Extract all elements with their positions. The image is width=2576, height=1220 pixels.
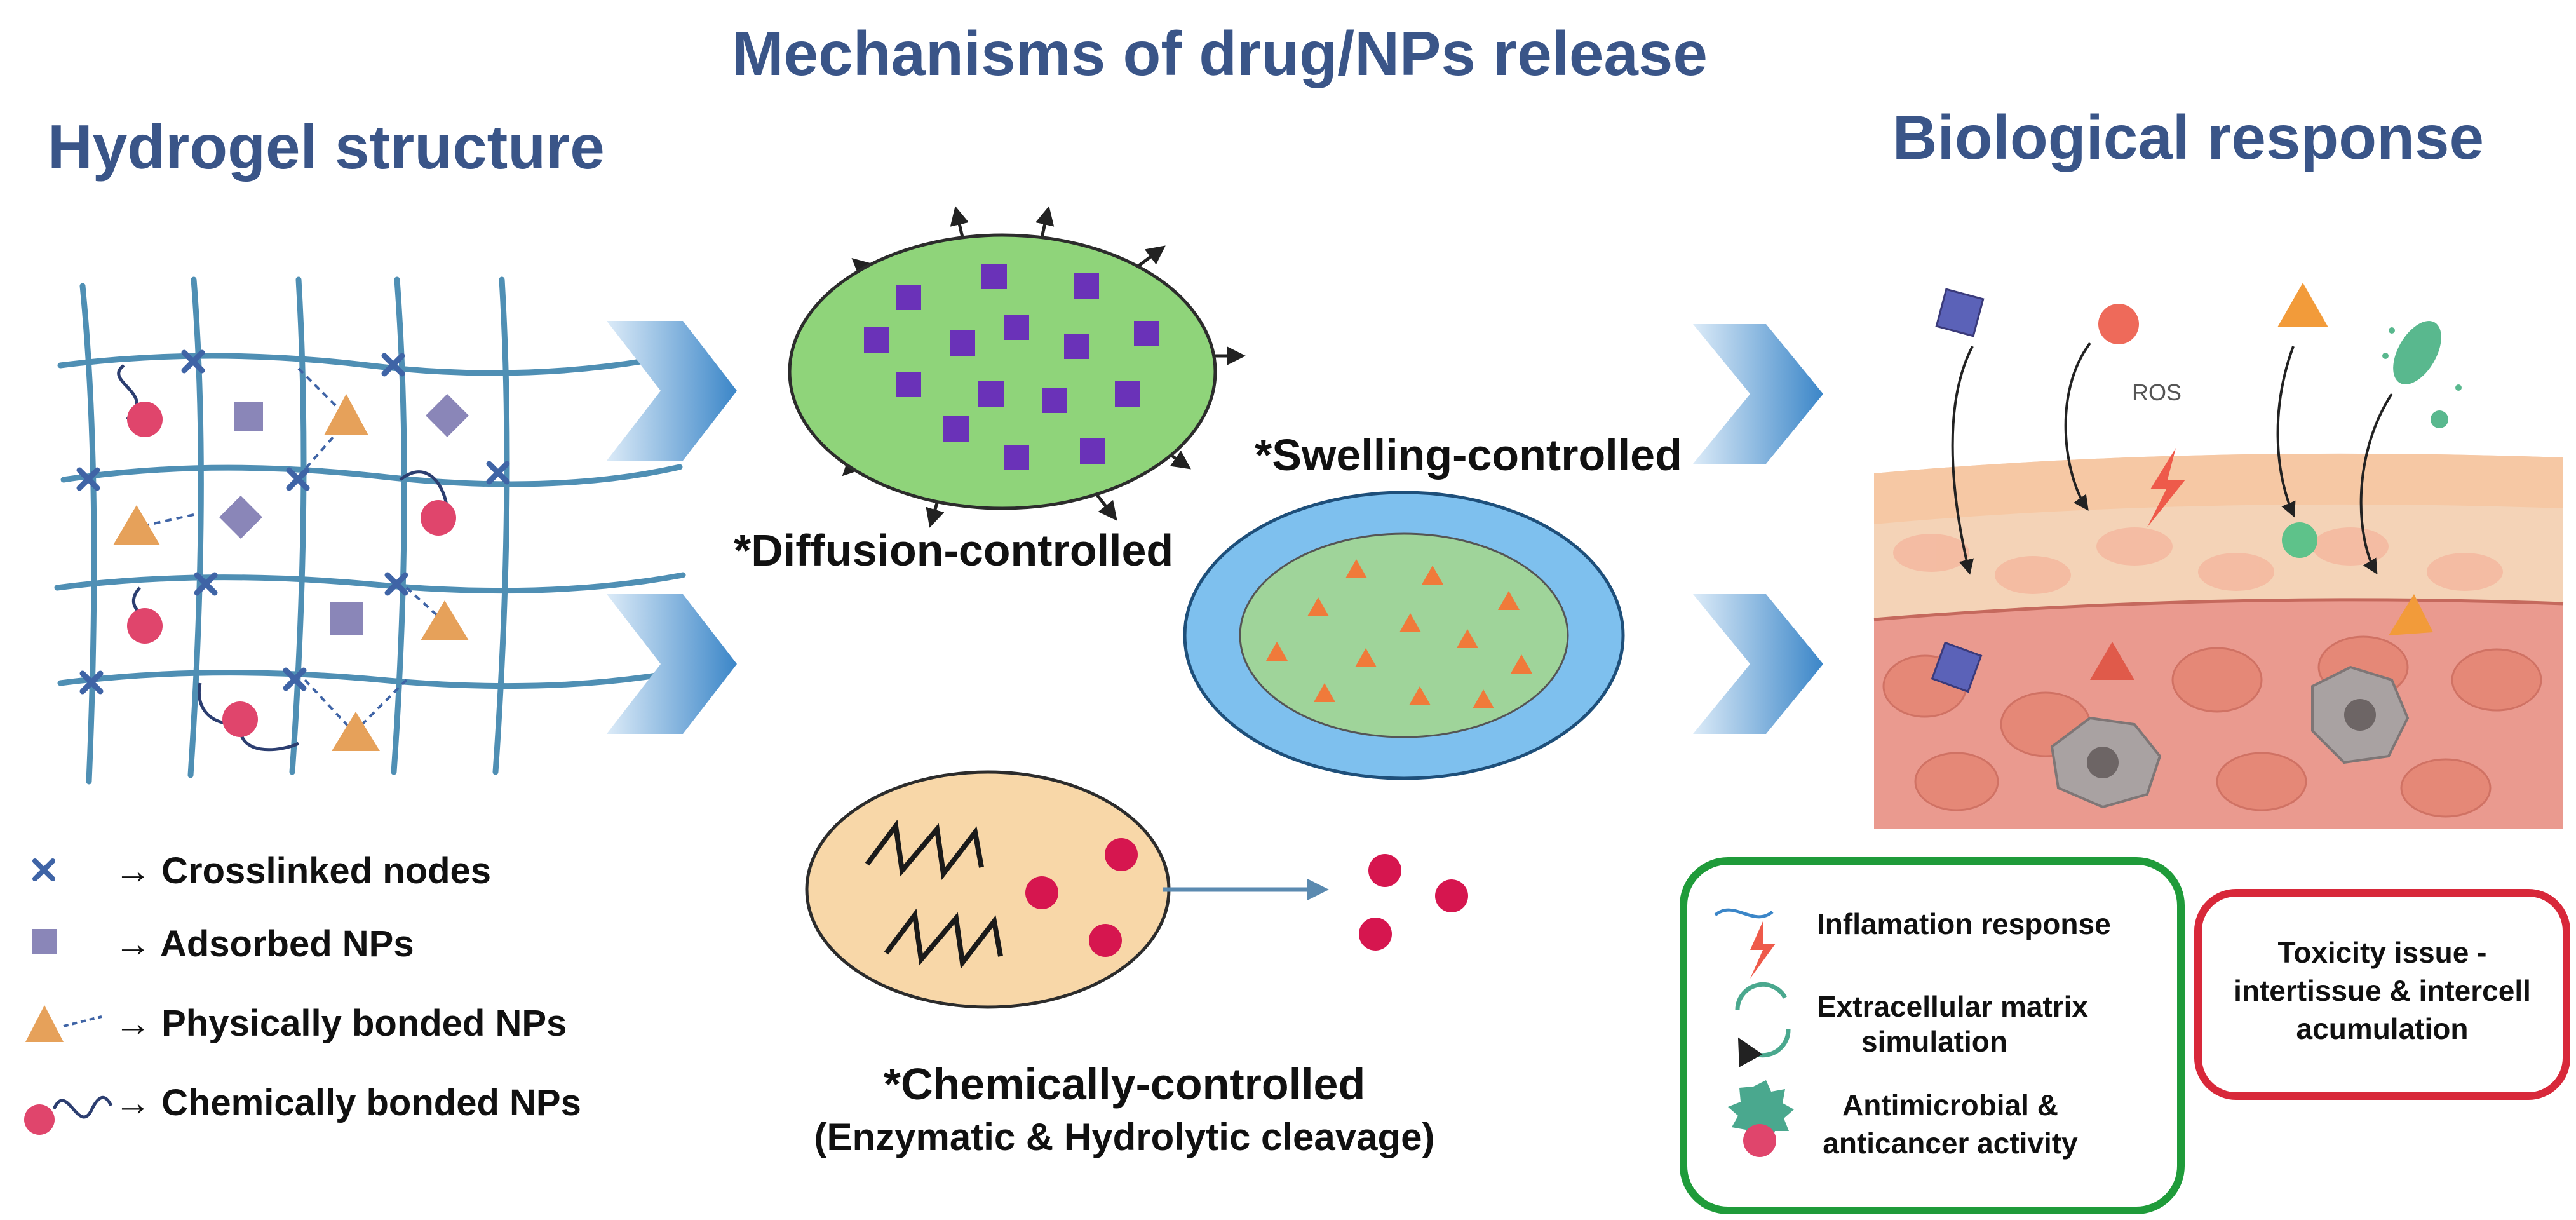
- legend-triangle-icon: [25, 1005, 64, 1042]
- response-box: [1680, 857, 2185, 1214]
- diffusion-particle: [788, 206, 1246, 528]
- label-chemical: *Chemically-controlled: [884, 1059, 1366, 1109]
- mesh-physical-nps: [113, 367, 469, 751]
- ecm-label-line2: simulation: [1861, 1025, 2007, 1058]
- label-swelling: *Swelling-controlled: [1255, 430, 1682, 480]
- legend-chemical-label: → Chemically bonded NPs: [114, 1082, 581, 1123]
- toxicity-line2: intertissue & intercell: [2234, 974, 2531, 1007]
- label-chemical-sub: (Enzymatic & Hydrolytic cleavage): [814, 1116, 1434, 1158]
- mesh-chemical-nps: [117, 363, 456, 752]
- tissue-arrows: [1951, 342, 2393, 575]
- legend-crosslink-icon: [32, 858, 55, 881]
- chevron-arrow-icon: [1693, 594, 1823, 734]
- antimicrobial-label-line1: Antimicrobial &: [1842, 1088, 2058, 1122]
- inflammation-label: Inflamation response: [1817, 907, 2111, 940]
- heading-biological: Biological response: [1892, 102, 2484, 172]
- toxicity-line3: acumulation: [2296, 1012, 2469, 1045]
- ecm-label-line1: Extracellular matrix: [1817, 990, 2088, 1023]
- chemical-particle: [805, 770, 1171, 1009]
- antimicrobial-row: Antimicrobial & anticancer activity: [1728, 1080, 2078, 1160]
- cancer-cell-icon: [1743, 1124, 1776, 1157]
- tissue-illustration: [1873, 453, 2564, 829]
- lightning-icon: [1750, 921, 1776, 979]
- chevron-arrow-icon: [607, 594, 737, 734]
- ros-lightning-icon: [2147, 448, 2185, 527]
- heading-mechanisms: Mechanisms of drug/NPs release: [732, 18, 1708, 88]
- chevron-arrow-icon: [1693, 324, 1823, 464]
- toxicity-box: [2194, 889, 2570, 1100]
- chevron-arrow-icon: [607, 321, 737, 461]
- cycle-arrows-icon: [1737, 982, 1791, 1055]
- released-nps: [1359, 854, 1468, 951]
- ecm-row: Extracellular matrix simulation: [1737, 982, 2088, 1058]
- legend-physical-label: → Physically bonded NPs: [114, 1003, 567, 1044]
- legend-adsorbed-label: → Adsorbed NPs: [114, 923, 414, 965]
- toxicity-line1: Toxicity issue -: [2278, 936, 2487, 969]
- antimicrobial-label-line2: anticancer activity: [1823, 1127, 2078, 1160]
- mesh-adsorbed-nps: [219, 394, 469, 635]
- microbe-icon: [1728, 1080, 1794, 1144]
- legend-circle-icon: [24, 1104, 55, 1135]
- tissue-particles: ROS: [1931, 283, 2462, 693]
- crosslinked-nodes: [76, 349, 510, 695]
- hydrogel-network: [54, 276, 689, 785]
- label-diffusion: *Diffusion-controlled: [734, 525, 1173, 575]
- inflammation-row: Inflamation response: [1714, 907, 2111, 979]
- legend-crosslinked-label: → Crosslinked nodes: [114, 850, 491, 891]
- swelling-particle: [1183, 491, 1625, 780]
- heading-hydrogel: Hydrogel structure: [48, 112, 605, 182]
- legend: → Crosslinked nodes → Adsorbed NPs → Phy…: [24, 850, 581, 1135]
- ros-label: ROS: [2132, 379, 2182, 405]
- legend-square-icon: [32, 929, 57, 954]
